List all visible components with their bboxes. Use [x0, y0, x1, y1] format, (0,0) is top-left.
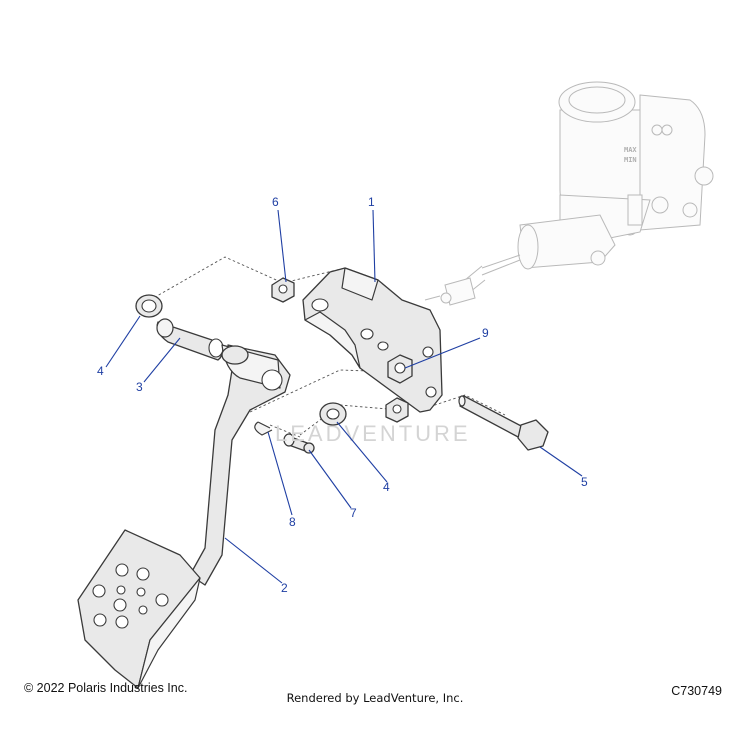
leader-lines [105, 209, 583, 584]
callout-1: 1 [368, 195, 375, 209]
bracket-stud [387, 354, 413, 384]
flanged-bushing-left [135, 294, 163, 318]
watermark-text: LEADVENTURE [275, 421, 471, 446]
callout-8: 8 [289, 515, 296, 529]
callout-2: 2 [281, 581, 288, 595]
master-cylinder-ghost: MAX MIN [424, 81, 714, 306]
clevis-pin [283, 433, 315, 454]
callout-5: 5 [581, 475, 588, 489]
reservoir-min-label: MIN [624, 156, 637, 164]
pivot-bolt [458, 395, 549, 451]
callout-3: 3 [136, 380, 143, 394]
copyright-text: © 2022 Polaris Industries Inc. [24, 681, 188, 695]
lock-nut-lower [385, 397, 409, 423]
pedal-bracket [302, 267, 443, 413]
lock-nut-top [271, 277, 295, 303]
washer-right [319, 402, 347, 426]
callout-4-right: 4 [383, 480, 390, 494]
rendered-by-text: Rendered by LeadVenture, Inc. [286, 691, 464, 705]
callout-6: 6 [272, 195, 279, 209]
reservoir-max-label: MAX [624, 146, 637, 154]
callout-9: 9 [482, 326, 489, 340]
callout-labels: 1 2 3 4 4 5 6 7 8 9 [97, 195, 588, 595]
figure-code: C730749 [671, 684, 722, 698]
pivot-tube [156, 318, 224, 361]
hair-pin-clip [254, 421, 273, 436]
callout-7: 7 [350, 506, 357, 520]
assembly-lines [149, 256, 506, 438]
brake-pedal [77, 344, 291, 689]
callout-4-left: 4 [97, 364, 104, 378]
